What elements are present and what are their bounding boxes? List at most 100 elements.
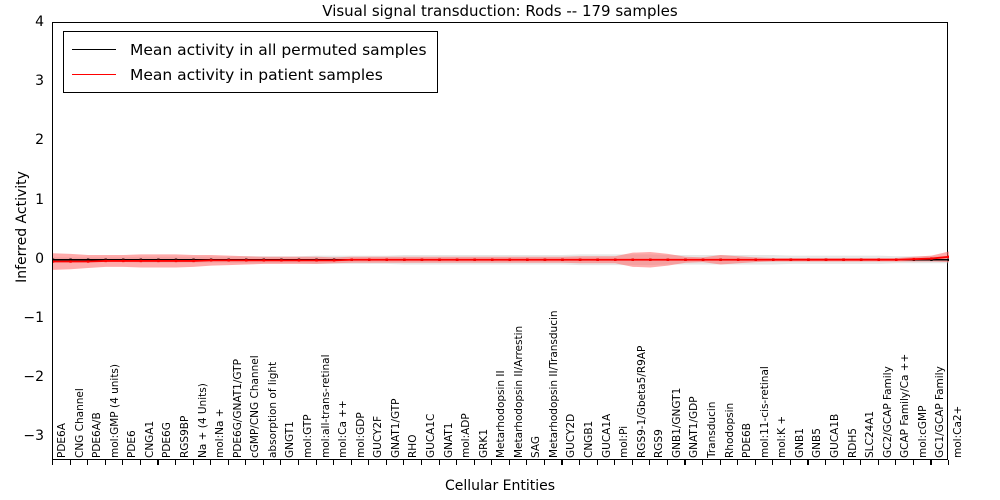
data-point <box>104 259 107 263</box>
x-tick-label: RGS9-1/Gbeta5/R9AP <box>635 345 648 458</box>
data-point <box>561 258 564 261</box>
data-point <box>895 258 898 261</box>
x-tick-mark <box>579 460 581 465</box>
data-point <box>842 258 845 261</box>
data-point <box>912 257 916 261</box>
data-point <box>403 258 406 261</box>
x-tick-label: SLC24A1 <box>864 410 877 458</box>
data-point <box>947 255 949 258</box>
x-tick-label: GUCA1B <box>829 413 842 458</box>
mean-lines <box>53 255 949 263</box>
x-tick-mark <box>192 460 194 465</box>
x-tick-mark <box>368 460 370 465</box>
data-point <box>280 259 283 262</box>
x-tick-mark <box>315 460 317 465</box>
x-tick-label: mol:K + <box>776 415 789 458</box>
x-tick-mark <box>473 460 475 465</box>
x-tick-mark <box>69 460 71 465</box>
x-tick-label: cGMP/CNG Channel <box>249 355 262 458</box>
x-tick-mark <box>702 460 704 465</box>
x-tick-mark <box>262 460 264 465</box>
x-tick-mark <box>895 460 897 465</box>
data-point <box>332 259 336 262</box>
x-tick-mark <box>614 460 616 465</box>
chart-title: Visual signal transduction: Rods -- 179 … <box>322 2 678 20</box>
x-tick-label: Metarhodopsin II/Transducin <box>547 310 560 458</box>
data-point <box>649 258 652 261</box>
x-tick-label: GNB1/GNGT1 <box>670 387 683 458</box>
data-point <box>139 259 143 263</box>
data-point <box>69 258 72 261</box>
x-tick-mark <box>157 460 159 465</box>
x-tick-label: CNGA1 <box>143 420 156 458</box>
x-tick-mark <box>122 460 124 465</box>
x-tick-label: PDE6G/GNAT1/GTP <box>231 359 244 458</box>
data-point <box>666 258 670 261</box>
plot-svg <box>53 251 949 270</box>
x-tick-label: PDE6G <box>161 422 174 458</box>
x-tick-label: CNGB1 <box>583 420 596 458</box>
data-point <box>930 257 933 260</box>
x-tick-label: Na + (4 Units) <box>196 383 209 458</box>
data-point <box>578 258 582 261</box>
x-tick-label: PDE6B <box>741 423 754 458</box>
legend-swatch-permuted <box>72 49 116 50</box>
data-point <box>736 258 740 261</box>
x-tick-label: mol:GDP <box>354 412 367 458</box>
x-tick-mark <box>719 460 721 465</box>
x-tick-label: mol:Ca2+ <box>952 405 964 458</box>
data-point <box>947 258 949 261</box>
x-tick-label: PDE6A/B <box>91 412 104 458</box>
data-point <box>526 258 529 261</box>
data-point <box>684 258 687 261</box>
x-tick-label: RDH5 <box>846 428 859 458</box>
data-point <box>86 260 90 263</box>
data-point <box>508 258 511 261</box>
data-point <box>192 259 195 263</box>
x-tick-label: Metarhodopsin II <box>495 370 508 458</box>
data-point <box>719 258 722 261</box>
x-tick-label: SAG <box>530 436 543 458</box>
data-point <box>613 258 617 261</box>
x-tick-label: mol:GTP <box>301 414 314 458</box>
data-point <box>789 258 793 261</box>
x-tick-label: GC1/GCAP Family <box>934 366 947 458</box>
data-point <box>701 258 705 261</box>
x-tick-label: mol:GMP (4 units) <box>108 364 121 458</box>
x-tick-label: RGS9BP <box>178 415 191 458</box>
x-tick-label: PDE6A <box>56 423 68 458</box>
x-tick-label: Rhodopsin <box>723 402 736 458</box>
x-tick-mark <box>526 460 528 465</box>
x-tick-mark <box>491 460 493 465</box>
x-tick-label: GC2/GCAP Family <box>881 366 894 458</box>
data-point <box>122 259 125 263</box>
x-tick-mark <box>508 460 510 465</box>
x-tick-label: GCAP Family/Ca ++ <box>899 353 912 458</box>
x-tick-label: mol:all-trans-retinal <box>319 354 332 458</box>
x-tick-mark <box>227 460 229 465</box>
x-tick-label: mol:Na + <box>214 408 227 458</box>
mean-line-patient <box>53 255 949 263</box>
data-point <box>174 259 178 263</box>
x-tick-mark <box>139 460 141 465</box>
legend-swatch-patient <box>72 74 116 75</box>
data-point <box>315 259 318 262</box>
x-tick-mark <box>860 460 862 465</box>
data-point <box>438 258 441 261</box>
data-point <box>824 258 828 261</box>
x-tick-mark <box>772 460 774 465</box>
x-tick-mark <box>754 460 756 465</box>
x-tick-mark <box>842 460 844 465</box>
x-tick-mark <box>403 460 405 465</box>
x-tick-label: Metarhodopsin II/Arrestin <box>512 325 525 458</box>
x-tick-label: GNB5 <box>811 428 824 458</box>
data-point <box>473 258 476 261</box>
data-point <box>368 258 371 261</box>
x-tick-mark <box>912 460 914 465</box>
legend-label-permuted: Mean activity in all permuted samples <box>130 40 427 59</box>
x-tick-mark <box>280 460 282 465</box>
x-tick-label: mol:Ca ++ <box>337 400 350 458</box>
x-tick-mark <box>52 460 54 465</box>
data-point <box>859 258 863 261</box>
